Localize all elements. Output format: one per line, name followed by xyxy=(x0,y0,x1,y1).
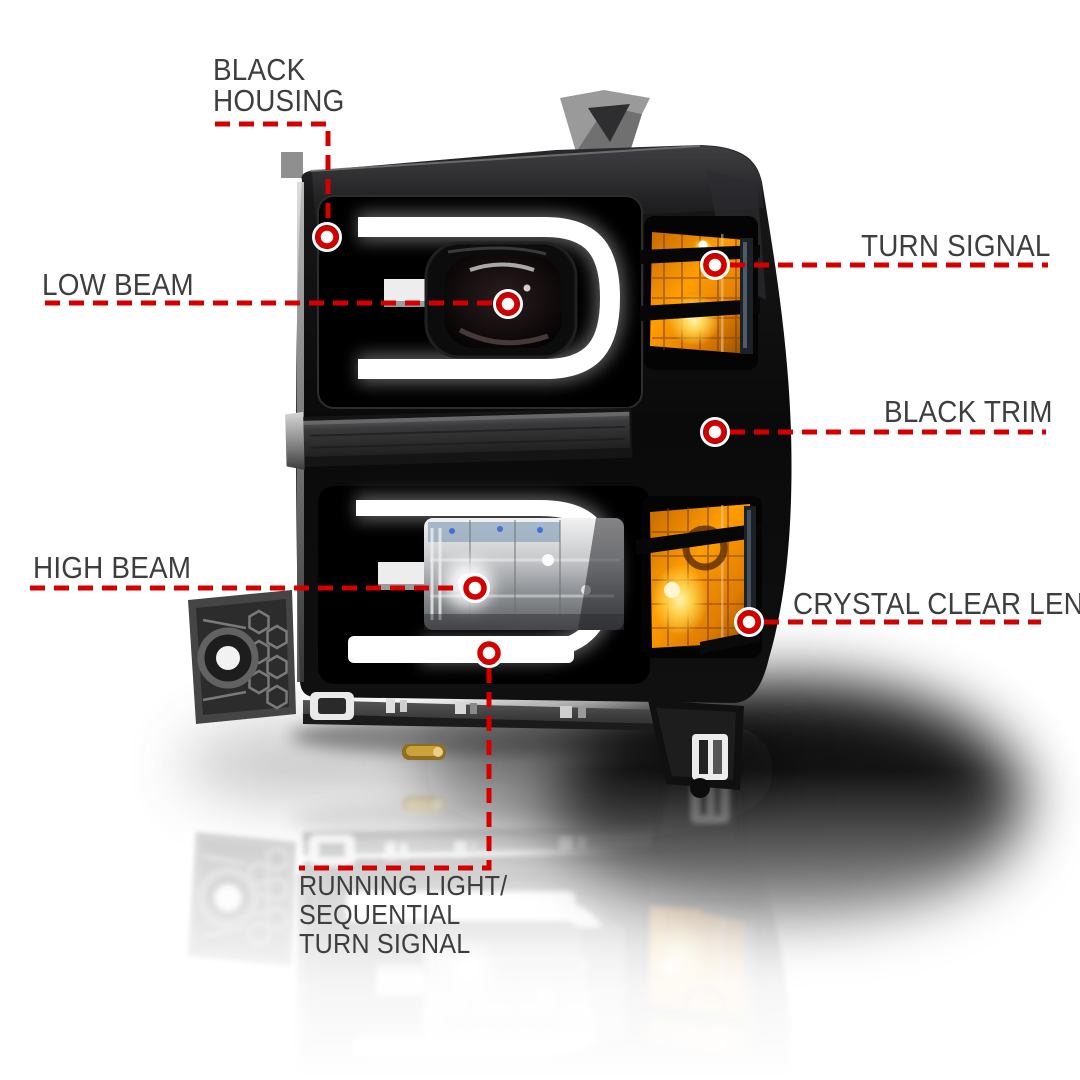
callout-label-high-beam: HIGH BEAM xyxy=(33,550,192,585)
callout-label-crystal-clear-lens: CRYSTAL CLEAR LENS xyxy=(793,586,1080,621)
high-beam-point xyxy=(460,573,490,603)
callout-label-low-beam: LOW BEAM xyxy=(42,267,194,302)
callout-label-line: BLACK xyxy=(213,52,306,87)
callout-label-line: HOUSING xyxy=(213,83,345,118)
black-trim-point xyxy=(700,417,730,447)
callout-label-black-trim: BLACK TRIM xyxy=(884,394,1053,429)
callout-label-black-housing: BLACK HOUSING xyxy=(213,54,344,116)
black-housing-point xyxy=(312,222,342,252)
running-light-leader-line xyxy=(299,668,492,871)
running-light-point xyxy=(474,638,504,668)
reflection-fade xyxy=(0,770,1080,1080)
crystal-clear-lens-point xyxy=(734,607,764,637)
low-beam-point xyxy=(493,289,523,319)
turn-signal-point xyxy=(700,250,730,280)
black-housing-leader-line xyxy=(215,121,331,222)
callout-label-running-light: RUNNING LIGHT/ SEQUENTIAL TURN SIGNAL xyxy=(299,870,508,959)
callout-label-turn-signal: TURN SIGNAL xyxy=(861,228,1051,263)
